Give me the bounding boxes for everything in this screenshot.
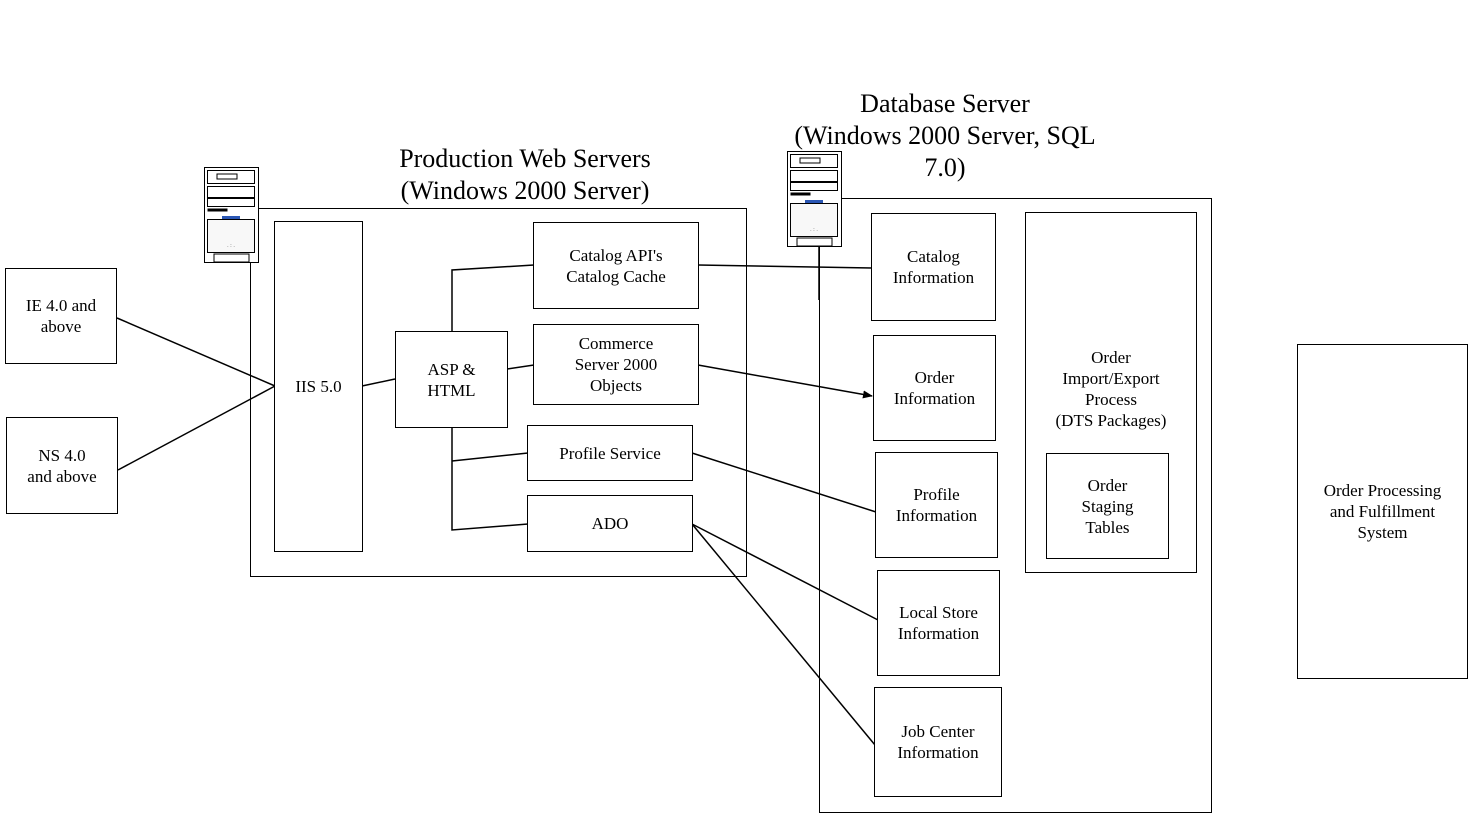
edge-ado-localstore xyxy=(691,523,879,621)
edge-commerce-orderinfo xyxy=(697,364,873,399)
edge-ado-jobcenter xyxy=(691,523,876,746)
db-server-title: Database Server (Windows 2000 Server, SQ… xyxy=(794,89,1096,182)
node-profile-info: Profile Information xyxy=(875,452,998,558)
edge-asp-catalog xyxy=(451,264,535,331)
edge-asp-ado xyxy=(451,427,529,531)
node-ns: NS 4.0 and above xyxy=(6,417,118,514)
db-server-icon: . : . xyxy=(787,151,842,247)
web-servers-title: Production Web Servers (Windows 2000 Ser… xyxy=(399,144,651,205)
edge-iis-asp xyxy=(361,378,396,387)
node-job-center: Job Center Information xyxy=(874,687,1002,797)
node-order-staging: Order Staging Tables xyxy=(1046,453,1169,559)
svg-text:. : .: . : . xyxy=(227,243,235,249)
node-ado: ADO xyxy=(527,495,693,552)
node-fulfillment: Order Processing and Fulfillment System xyxy=(1297,344,1468,679)
svg-text:. : .: . : . xyxy=(810,227,818,233)
node-asp: ASP & HTML xyxy=(395,331,508,428)
edge-asp-commerce xyxy=(506,364,535,370)
node-profile-service: Profile Service xyxy=(527,425,693,481)
order-process-label: Order Import/Export Process (DTS Package… xyxy=(1055,348,1167,430)
db-server-group xyxy=(819,198,1212,813)
edge-asp-profile xyxy=(451,452,529,462)
edge-ns-iis xyxy=(117,385,276,471)
node-local-store: Local Store Information xyxy=(877,570,1000,676)
node-iis: IIS 5.0 xyxy=(274,221,363,552)
edge-ie-iis xyxy=(116,317,276,387)
node-catalog-info: Catalog Information xyxy=(871,213,996,321)
edge-catalog-cataloginfo xyxy=(697,264,873,269)
web-server-group xyxy=(250,208,747,577)
node-catalog-api: Catalog API's Catalog Cache xyxy=(533,222,699,309)
node-ie: IE 4.0 and above xyxy=(5,268,117,364)
node-order-info: Order Information xyxy=(873,335,996,441)
web-server-icon: . : . xyxy=(204,167,259,263)
edge-profile-profileinfo xyxy=(691,452,877,513)
node-commerce: Commerce Server 2000 Objects xyxy=(533,324,699,405)
